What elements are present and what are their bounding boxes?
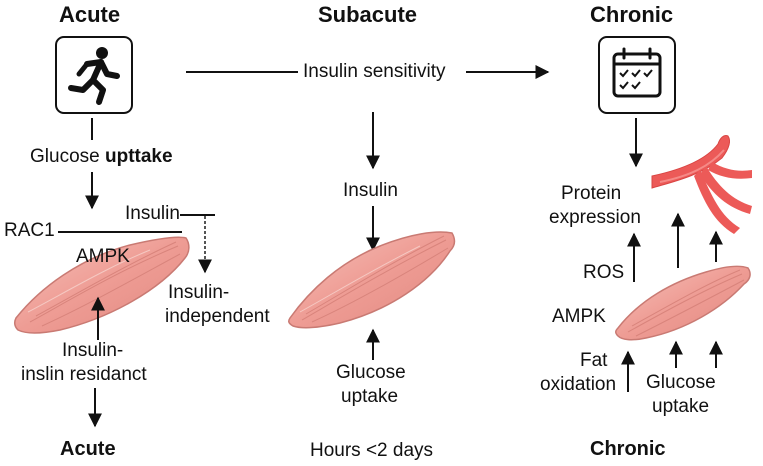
calendar-glyph: [612, 47, 662, 98]
subacute-glucose-line1: Glucose: [336, 362, 406, 383]
acute-insulin-label: Insulin: [125, 203, 180, 224]
header-subacute: Subacute: [318, 2, 418, 27]
insulin-resistant-line2: inslin residanct: [21, 364, 147, 385]
insulin-independent-line2: independent: [165, 306, 270, 327]
insulin-resistant-line1: Insulin-: [62, 340, 124, 361]
insulin-sensitivity-label: Insulin sensitivity: [303, 61, 446, 82]
acute-muscle-icon: [13, 236, 190, 334]
running-person-icon: [55, 36, 133, 114]
chronic-glucose-line2: uptake: [652, 396, 710, 417]
subacute-muscle-icon: [288, 231, 456, 329]
rac1-label: RAC1: [4, 220, 55, 241]
footer-timespan: Hours <2 days: [310, 440, 434, 461]
calendar-checklist-icon: [598, 36, 676, 114]
chronic-muscle-icon: [615, 265, 751, 341]
protein-expression-line1: Protein: [561, 183, 622, 204]
header-chronic: Chronic: [590, 2, 674, 27]
fat-oxidation-line1: Fat: [580, 350, 608, 371]
chronic-glucose-line1: Glucose: [646, 372, 716, 393]
footer-chronic: Chronic: [590, 438, 666, 460]
running-person-glyph: [68, 47, 120, 105]
blood-vessel-icon: [651, 135, 752, 234]
subacute-insulin-label: Insulin: [343, 180, 398, 201]
chronic-ampk-label: AMPK: [552, 306, 606, 327]
uptake-bold-label: upttake: [104, 146, 173, 167]
protein-expression-line2: expression: [549, 207, 641, 228]
acute-glucose-uptake-label: Glucose upttake: [30, 146, 173, 168]
fat-oxidation-line2: oxidation: [540, 374, 617, 395]
footer-acute: Acute: [60, 438, 116, 460]
acute-ampk-label: AMPK: [76, 246, 130, 267]
subacute-glucose-line2: uptake: [341, 386, 399, 407]
ros-label: ROS: [583, 262, 625, 283]
glucose-label: Glucose: [30, 146, 105, 167]
header-acute: Acute: [59, 2, 121, 27]
insulin-independent-line1: Insulin-: [168, 282, 230, 303]
